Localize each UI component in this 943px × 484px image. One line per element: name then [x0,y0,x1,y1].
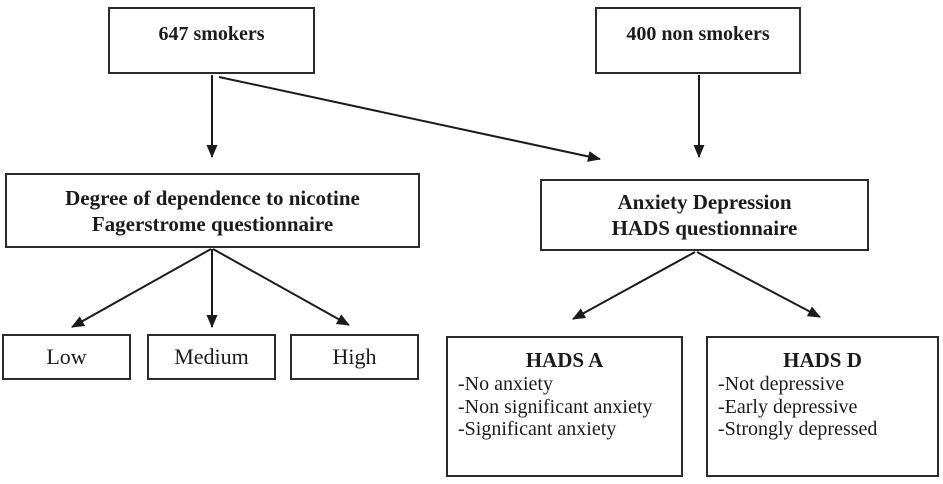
node-hads-a: HADS A -No anxiety -Non significant anxi… [446,336,683,477]
node-low: Low [2,334,131,380]
node-smokers: 647 smokers [108,7,315,74]
node-hads-d-title: HADS D [783,348,862,372]
arrow-hads-to-hadsd [696,251,821,318]
node-hads-a-item: -Non significant anxiety [458,395,653,418]
node-hads-a-item: -Significant anxiety [458,418,617,440]
node-nicotine-dependence-line1: Degree of dependence to nicotine [65,185,360,210]
node-hads-d-item: -Strongly depressed [718,418,878,440]
node-nicotine-dependence-line2: Fagerstrome questionnaire [91,211,334,236]
node-nicotine-dependence: Degree of dependence to nicotine Fagerst… [5,173,420,248]
node-high-label: High [332,344,377,369]
node-medium: Medium [147,334,276,380]
node-low-label: Low [46,344,87,369]
node-hads-questionnaire-line2: HADS questionnaire [611,216,798,240]
node-smokers-label: 647 smokers [158,23,265,45]
node-hads-questionnaire: Anxiety Depression HADS questionnaire [540,179,869,251]
node-hads-a-item: -No anxiety [458,373,553,395]
arrow-smokers-to-hads [218,76,601,162]
node-medium-label: Medium [174,344,249,369]
node-hads-a-title: HADS A [525,348,604,372]
node-non-smokers-label: 400 non smokers [626,23,770,45]
arrow-hads-to-hadsa [572,251,696,320]
node-hads-questionnaire-line1: Anxiety Depression [617,190,792,214]
node-hads-d: HADS D -Not depressive -Early depressive… [706,336,939,477]
arrow-dependence-to-low [71,248,212,328]
node-non-smokers: 400 non smokers [595,7,801,74]
arrow-dependence-to-high [212,248,350,326]
node-hads-d-item: -Not depressive [718,373,845,395]
node-high: High [290,334,419,380]
node-hads-d-item: -Early depressive [718,395,858,418]
